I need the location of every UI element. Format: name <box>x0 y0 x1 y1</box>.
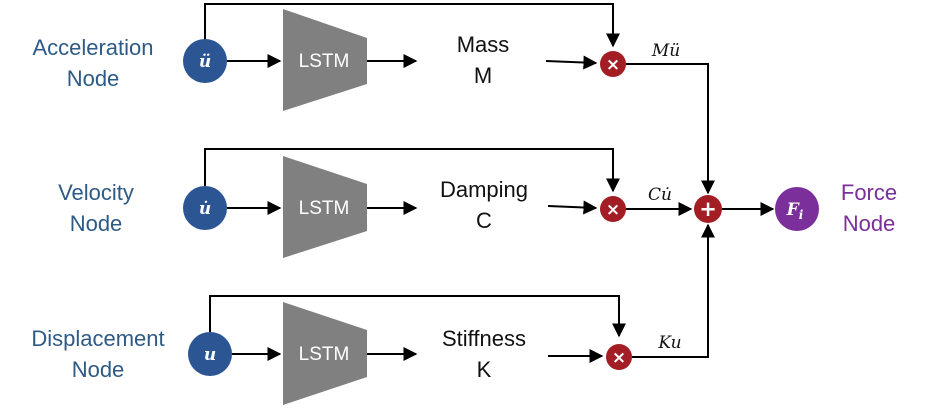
acceleration-node-symbol: ü <box>199 52 211 72</box>
mass-product-label: Mü <box>651 41 680 61</box>
force-node-label-line1: Force <box>841 180 897 205</box>
multiply-operator-damping <box>600 196 626 222</box>
stiffness-product-to-sum-wire <box>632 223 715 358</box>
displacement-node <box>188 332 232 376</box>
multiply-icon-stiffness: × <box>612 348 626 368</box>
stiffness-symbol: K <box>477 357 492 382</box>
lstm-block-displacement <box>283 302 367 405</box>
mass-to-multiply-arrow <box>545 55 598 70</box>
force-symbol-subscript: i <box>799 208 804 222</box>
stiffness-product-label: Ku <box>657 333 681 353</box>
acceleration-node-label-line1: Acceleration <box>32 35 153 60</box>
velocity-skip-wire <box>204 148 620 193</box>
mass-product-to-sum-wire <box>626 63 715 195</box>
force-node-label-line2: Node <box>843 211 896 236</box>
sum-and-output: + Fi Force Node <box>694 180 897 236</box>
mass-label: Mass <box>457 32 510 57</box>
multiply-icon-damping: × <box>606 200 620 220</box>
displacement-node-symbol: u <box>204 345 216 365</box>
acceleration-node <box>183 39 227 83</box>
acceleration-node-label-line2: Node <box>67 66 120 91</box>
acceleration-skip-wire <box>204 3 620 48</box>
mass-symbol: M <box>474 63 492 88</box>
lstm-label-acceleration: LSTM <box>299 51 350 72</box>
row-displacement: Displacement Node u LSTM Stiffness K × K… <box>31 223 715 405</box>
force-node-symbol: Fi <box>786 200 804 222</box>
damping-product-label: Cu̇ <box>648 185 672 205</box>
displacement-skip-wire <box>209 295 626 338</box>
lstm-block-acceleration <box>283 9 367 111</box>
multiply-operator-mass <box>600 51 626 77</box>
row-velocity: Velocity Node u̇ LSTM Damping C × Cu̇ <box>58 148 693 258</box>
lstm-label-displacement: LSTM <box>299 344 350 365</box>
lstm-label-velocity: LSTM <box>299 198 350 219</box>
force-symbol-main: F <box>786 200 801 220</box>
velocity-node <box>183 186 227 230</box>
displacement-node-label-line2: Node <box>72 357 125 382</box>
velocity-node-symbol: u̇ <box>199 199 211 219</box>
sum-operator <box>694 195 722 223</box>
damping-symbol: C <box>476 208 492 233</box>
multiply-operator-stiffness <box>606 344 632 370</box>
plus-icon: + <box>699 197 717 221</box>
velocity-node-label-line2: Node <box>70 211 123 236</box>
velocity-node-label-line1: Velocity <box>58 180 134 205</box>
displacement-node-label-line1: Displacement <box>31 326 164 351</box>
force-node <box>775 187 819 231</box>
damping-label: Damping <box>440 177 528 202</box>
lstm-block-velocity <box>283 156 367 258</box>
multiply-icon-mass: × <box>606 55 620 75</box>
row-acceleration: Acceleration Node ü LSTM Mass M × Mü <box>32 3 715 195</box>
damping-to-multiply-arrow <box>547 200 598 215</box>
stiffness-label: Stiffness <box>442 326 526 351</box>
